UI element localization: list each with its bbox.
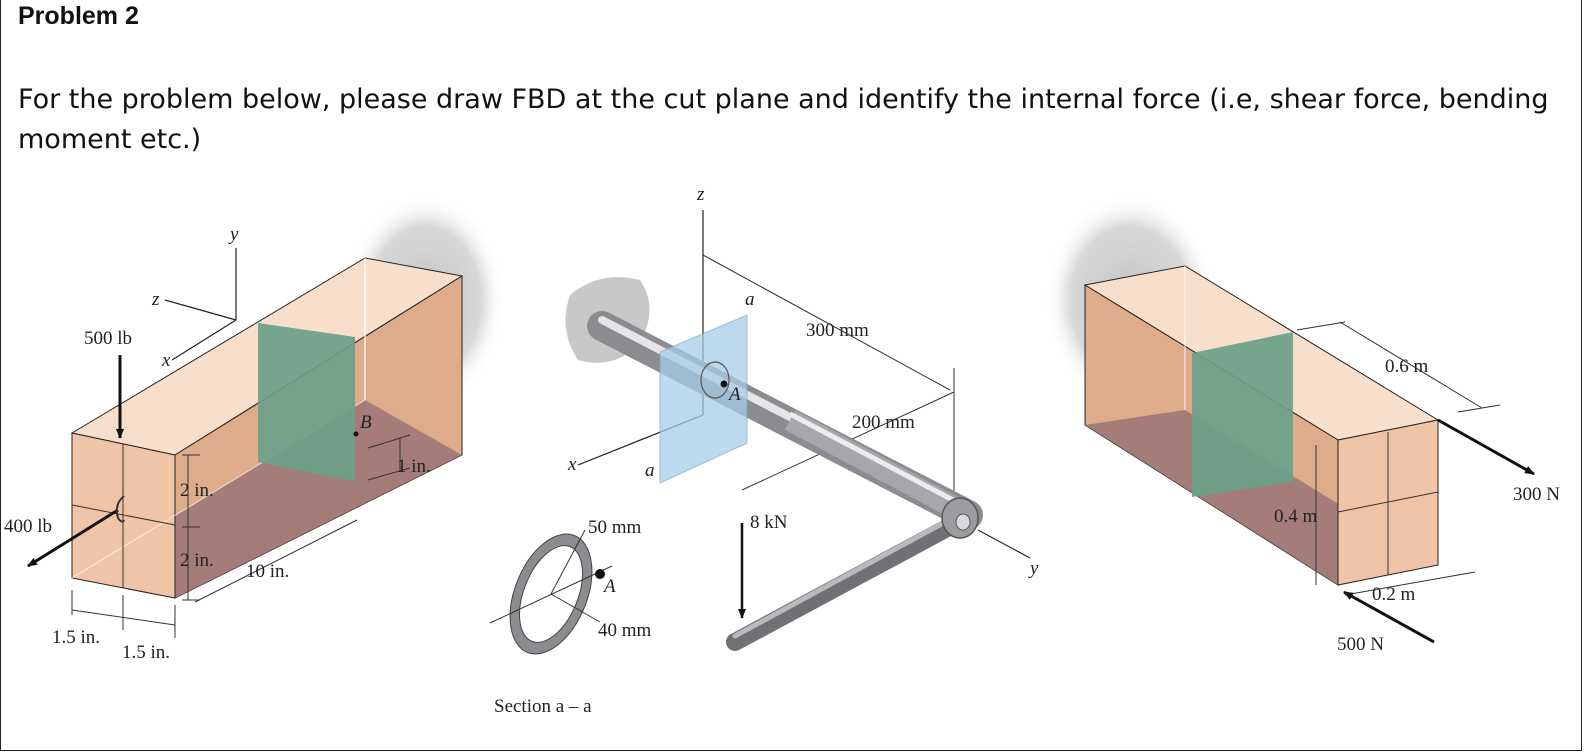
load-arrow-400lb xyxy=(27,508,119,568)
section-ring xyxy=(700,361,730,399)
point-a-dot xyxy=(720,380,728,388)
problem-title: Problem 2 xyxy=(18,2,139,30)
section-plane xyxy=(659,314,748,484)
dim-1-5in-right: 1.5 in. xyxy=(122,642,170,663)
axis-y-line xyxy=(977,529,1031,559)
cut-plane xyxy=(258,323,355,482)
axis-y-label: y xyxy=(228,224,239,245)
axis-x-label: x xyxy=(567,454,577,475)
load-arrow-300n xyxy=(1437,418,1535,476)
point-b-dot xyxy=(353,431,359,437)
dim-300mm: 300 mm xyxy=(806,320,869,341)
cut-a-bottom-label: a xyxy=(645,460,655,481)
cut-plane xyxy=(1192,332,1293,497)
section-caption: Section a – a xyxy=(494,696,592,717)
load-arrow-500n xyxy=(1343,590,1435,644)
section-point-a-label: A xyxy=(602,576,616,597)
axis-z-label: z xyxy=(696,184,705,205)
cut-a-top-label: a xyxy=(745,289,755,310)
dim-10in: 10 in. xyxy=(246,561,289,582)
axis-x-label: x xyxy=(161,350,171,371)
problem-instructions: For the problem below, please draw FBD a… xyxy=(18,84,1549,155)
dim-2in-bottom: 2 in. xyxy=(180,550,214,571)
dim-0-4m: 0.4 m xyxy=(1274,506,1318,527)
axis-x-line xyxy=(171,319,237,361)
section-point-a-dot xyxy=(595,569,605,579)
crank-arm xyxy=(726,511,971,651)
label-300n: 300 N xyxy=(1513,484,1560,505)
point-b-label: B xyxy=(360,412,372,433)
hook-icon xyxy=(115,495,125,523)
dim-1in: 1 in. xyxy=(397,456,431,477)
figure-2-shaft: z x 300 mm 200 mm a a A y 8 kN xyxy=(489,184,1039,717)
dim-2in-top: 2 in. xyxy=(180,480,214,501)
point-a-label: A xyxy=(727,384,741,405)
dim-50mm: 50 mm xyxy=(588,517,642,538)
dim-200mm: 200 mm xyxy=(852,412,915,433)
label-8kn: 8 kN xyxy=(750,512,788,533)
figure-1-beam: 500 lb 400 lb y z x B 2 in. 2 in. 10 in.… xyxy=(4,195,505,663)
dim-40mm: 40 mm xyxy=(598,620,652,641)
label-500lb: 500 lb xyxy=(84,328,132,349)
label-500n: 500 N xyxy=(1337,634,1384,655)
axis-z-label: z xyxy=(151,289,160,310)
figure-3-beam: 0.6 m 0.4 m 0.2 m 300 N 500 N xyxy=(1045,195,1560,655)
label-400lb: 400 lb xyxy=(4,516,52,537)
dim-0-6m: 0.6 m xyxy=(1385,356,1429,377)
axis-z-line xyxy=(164,299,237,321)
axis-y-label: y xyxy=(1028,558,1039,579)
dim-0-2m: 0.2 m xyxy=(1372,584,1416,605)
dim-1-5in-left: 1.5 in. xyxy=(52,627,100,648)
